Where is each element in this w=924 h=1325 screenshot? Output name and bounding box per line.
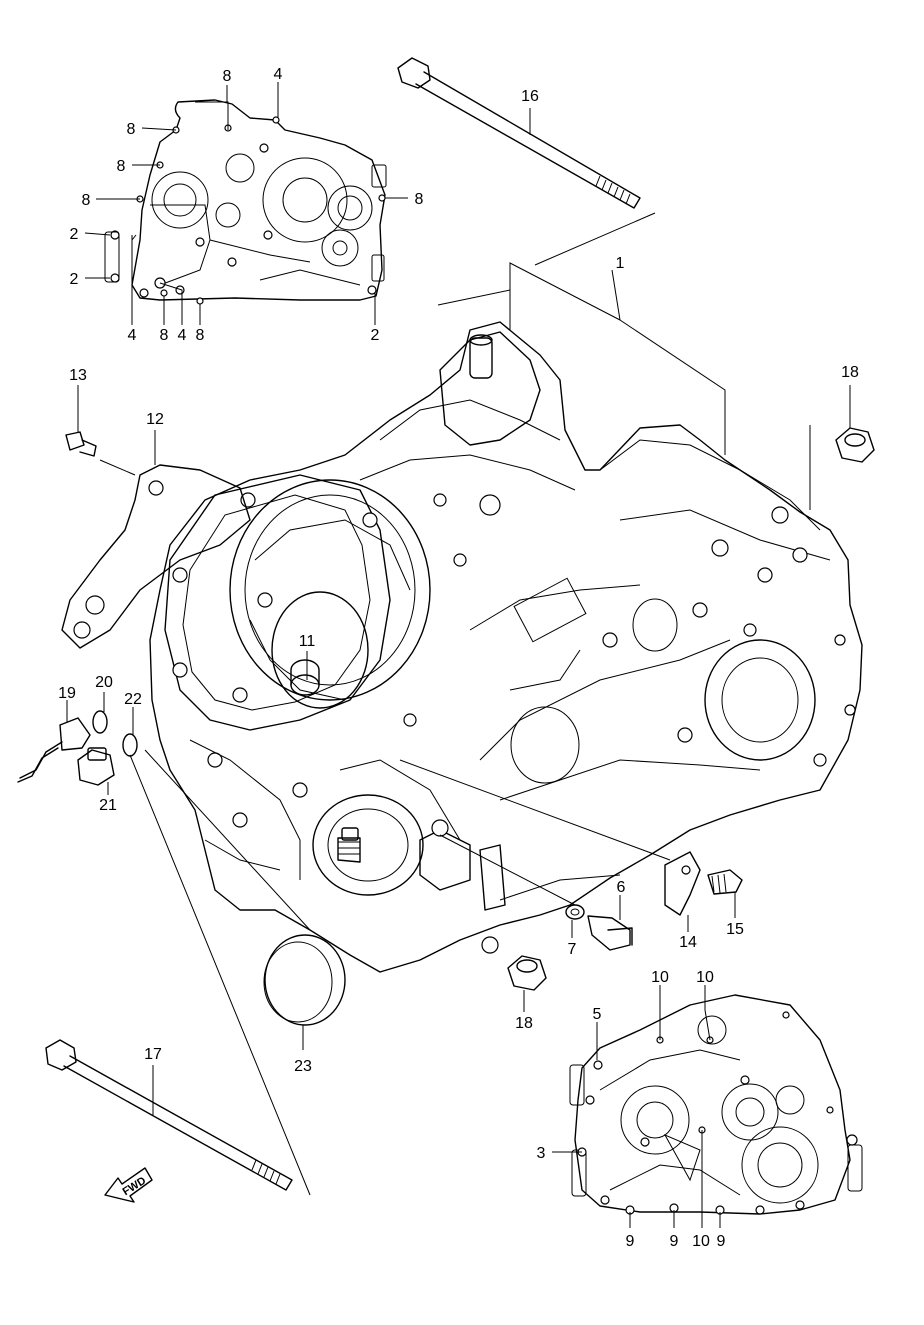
callout-21: 21 xyxy=(99,797,117,814)
callout-23: 23 xyxy=(294,1058,312,1075)
crankcase-main-assembly xyxy=(149,321,863,973)
callout-5: 5 xyxy=(593,1006,602,1023)
callout-15: 15 xyxy=(726,921,744,938)
callout-7: 7 xyxy=(568,941,577,958)
callout-11: 11 xyxy=(299,633,316,650)
part-22-oring xyxy=(122,733,138,757)
callout-2-a: 2 xyxy=(70,226,79,243)
callout-12: 12 xyxy=(146,411,164,428)
callout-9-c: 9 xyxy=(717,1233,726,1250)
callout-2-c: 2 xyxy=(371,327,380,344)
callout-8-c: 8 xyxy=(117,158,126,175)
left-crankcase-detail xyxy=(104,99,387,305)
leader-lines xyxy=(66,82,851,1228)
part-21-switch xyxy=(77,747,115,786)
callout-8-e: 8 xyxy=(415,191,424,208)
part-16-long-bolt xyxy=(397,57,641,209)
callout-22: 22 xyxy=(124,691,142,708)
callout-10-a: 10 xyxy=(651,969,669,986)
callout-8-b: 8 xyxy=(127,121,136,138)
callout-8-a: 8 xyxy=(223,68,232,85)
callout-4-b: 4 xyxy=(128,327,137,344)
part-18-nut-bottom xyxy=(507,955,547,991)
callout-20: 20 xyxy=(95,674,113,691)
part-6-bolt xyxy=(587,915,633,951)
fwd-direction-arrow: FWD xyxy=(104,1167,153,1203)
part-19-sensor xyxy=(17,717,91,783)
callout-4-c: 4 xyxy=(178,327,187,344)
callout-1: 1 xyxy=(616,255,625,272)
callout-9-b: 9 xyxy=(670,1233,679,1250)
callout-2-b: 2 xyxy=(70,271,79,288)
part-12-bracket xyxy=(61,464,251,649)
callout-4-a: 4 xyxy=(274,66,283,83)
callout-18-bottom: 18 xyxy=(515,1015,533,1032)
callout-19: 19 xyxy=(58,685,76,702)
callout-10-b: 10 xyxy=(696,969,714,986)
callout-3: 3 xyxy=(537,1145,546,1162)
callout-6: 6 xyxy=(617,879,626,896)
callout-9-a: 9 xyxy=(626,1233,635,1250)
part-20-oring xyxy=(92,710,108,734)
callout-8-f: 8 xyxy=(160,327,169,344)
part-18-nut-top xyxy=(835,427,875,463)
callout-labels: 1 16 18 13 12 11 19 20 22 21 6 7 14 15 1… xyxy=(58,66,859,1250)
part-13-bolt xyxy=(65,431,97,457)
callout-13: 13 xyxy=(69,367,87,384)
part-7-washer xyxy=(565,904,585,920)
part-17-long-bolt xyxy=(45,1039,293,1191)
right-crankcase-detail xyxy=(569,994,863,1215)
callout-8-g: 8 xyxy=(196,327,205,344)
part-23-cap xyxy=(263,934,346,1026)
callout-16: 16 xyxy=(521,88,539,105)
callout-10-c: 10 xyxy=(692,1233,710,1250)
fwd-label: FWD xyxy=(121,1175,149,1198)
part-14-plate xyxy=(664,851,701,916)
part-15-bolt xyxy=(707,869,743,895)
callout-14: 14 xyxy=(679,934,697,951)
callout-17: 17 xyxy=(144,1046,162,1063)
callout-18-top: 18 xyxy=(841,364,859,381)
callout-8-d: 8 xyxy=(82,192,91,209)
